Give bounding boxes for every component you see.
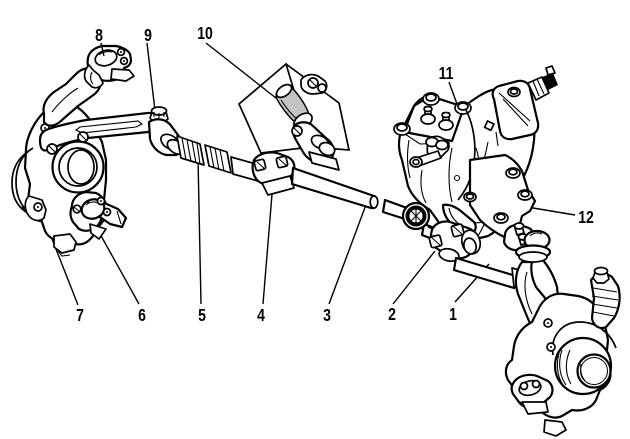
svg-text:9: 9 [144, 25, 152, 45]
svg-text:5: 5 [198, 305, 206, 325]
svg-text:7: 7 [76, 305, 84, 325]
svg-text:2: 2 [388, 304, 396, 324]
svg-text:1: 1 [449, 304, 457, 324]
svg-text:8: 8 [95, 25, 103, 45]
svg-text:3: 3 [323, 305, 331, 325]
svg-text:11: 11 [439, 63, 454, 83]
svg-text:12: 12 [578, 207, 594, 227]
svg-text:4: 4 [257, 305, 265, 325]
svg-text:10: 10 [197, 23, 213, 43]
svg-text:6: 6 [138, 305, 146, 325]
